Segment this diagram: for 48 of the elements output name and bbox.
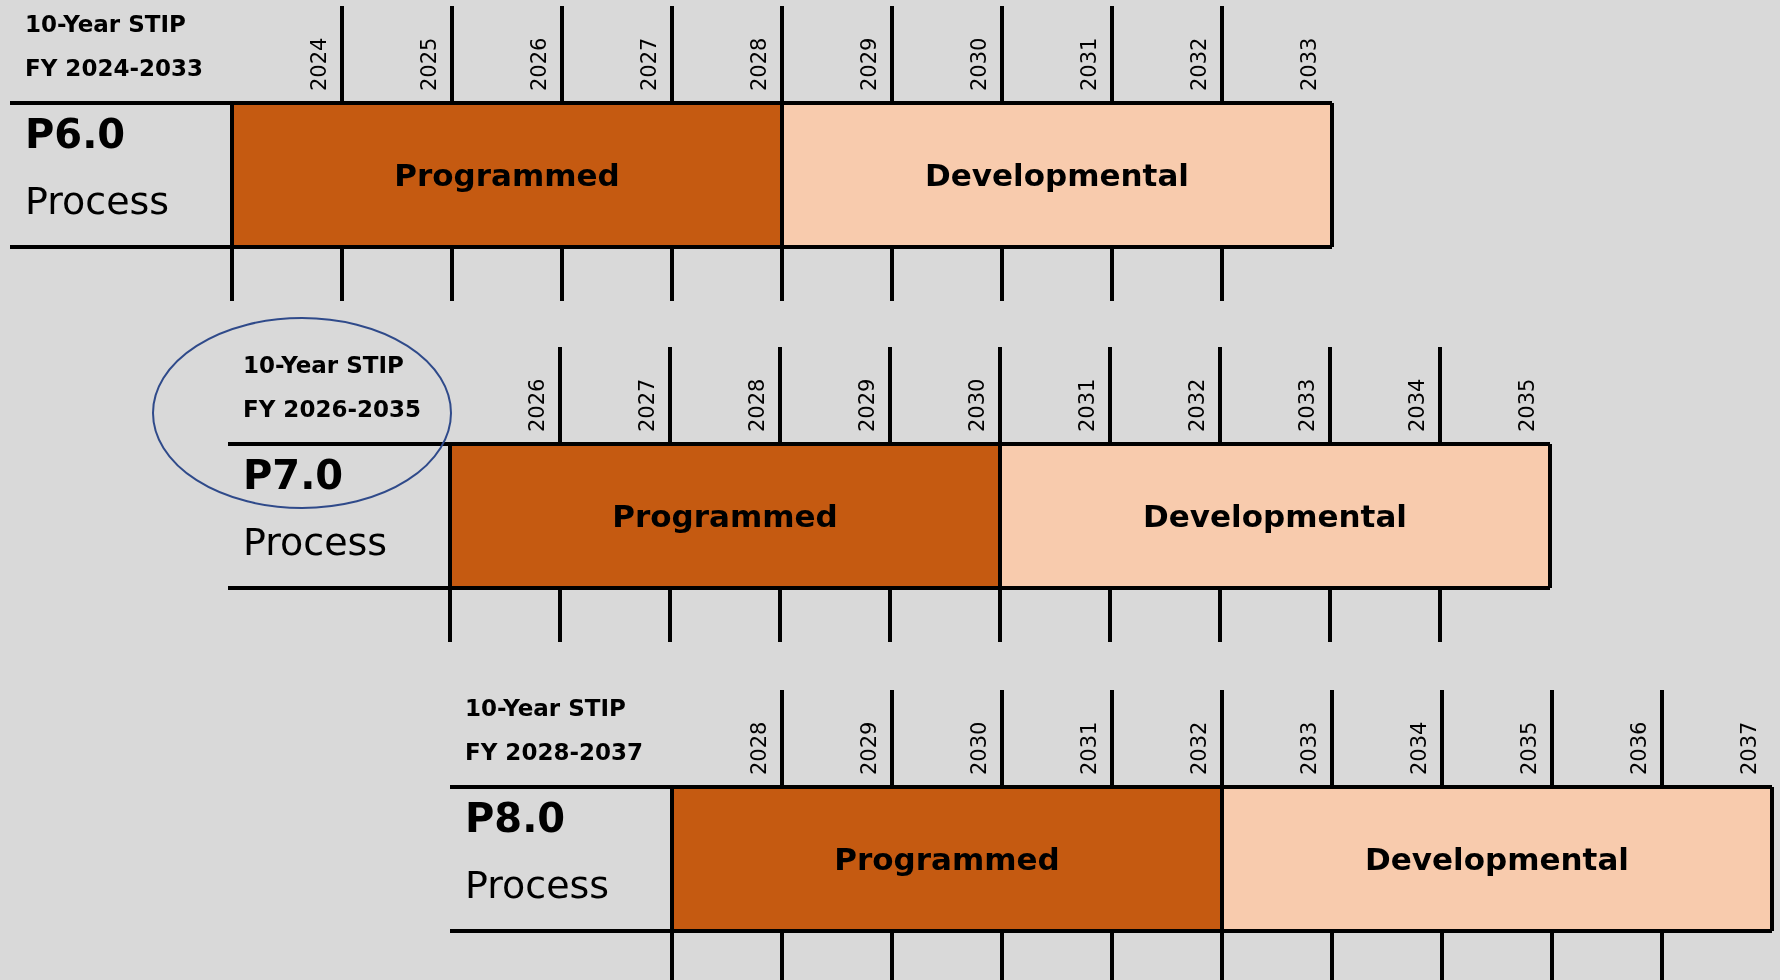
timeline-heading: 10-Year STIP: [465, 695, 626, 721]
process-label: Process: [243, 520, 388, 564]
program-name: P6.0: [25, 111, 126, 157]
year-label: 2034: [1407, 721, 1431, 775]
year-label: 2024: [307, 37, 331, 91]
year-label: 2037: [1737, 721, 1761, 775]
phase-bar: Developmental: [1002, 446, 1548, 586]
year-label: 2036: [1627, 721, 1651, 775]
year-label: 2031: [1077, 721, 1101, 775]
year-label: 2032: [1187, 721, 1211, 775]
year-label: 2034: [1405, 378, 1429, 432]
year-label: 2029: [857, 37, 881, 91]
year-label: 2033: [1295, 378, 1319, 432]
year-label: 2033: [1297, 721, 1321, 775]
year-label: 2028: [747, 37, 771, 91]
process-label: Process: [465, 863, 610, 907]
timeline-heading: FY 2026-2035: [243, 396, 421, 422]
year-label: 2031: [1075, 378, 1099, 432]
timeline-heading: 10-Year STIP: [25, 11, 186, 37]
phase-bar: Developmental: [784, 105, 1330, 245]
year-label: 2028: [745, 378, 769, 432]
year-label: 2033: [1297, 37, 1321, 91]
timeline-heading: FY 2024-2033: [25, 55, 203, 81]
year-label: 2031: [1077, 37, 1101, 91]
year-label: 2029: [857, 721, 881, 775]
year-label: 2027: [635, 378, 659, 432]
year-label: 2029: [855, 378, 879, 432]
phase-bar: Programmed: [674, 789, 1220, 929]
year-label: 2030: [965, 378, 989, 432]
year-label: 2032: [1187, 37, 1211, 91]
process-label: Process: [25, 179, 170, 223]
year-label: 2032: [1185, 378, 1209, 432]
year-label: 2026: [525, 378, 549, 432]
year-label: 2026: [527, 37, 551, 91]
year-label: 2028: [747, 721, 771, 775]
year-label: 2030: [967, 721, 991, 775]
year-label: 2035: [1515, 378, 1539, 432]
program-name: P7.0: [243, 452, 344, 498]
timeline-heading: FY 2028-2037: [465, 739, 643, 765]
year-label: 2027: [637, 37, 661, 91]
phase-bar: Programmed: [452, 446, 998, 586]
year-label: 2025: [417, 37, 441, 91]
phase-bar: Developmental: [1224, 789, 1770, 929]
year-label: 2030: [967, 37, 991, 91]
timeline-heading: 10-Year STIP: [243, 352, 404, 378]
program-name: P8.0: [465, 795, 566, 841]
year-label: 2035: [1517, 721, 1541, 775]
phase-bar: Programmed: [234, 105, 780, 245]
